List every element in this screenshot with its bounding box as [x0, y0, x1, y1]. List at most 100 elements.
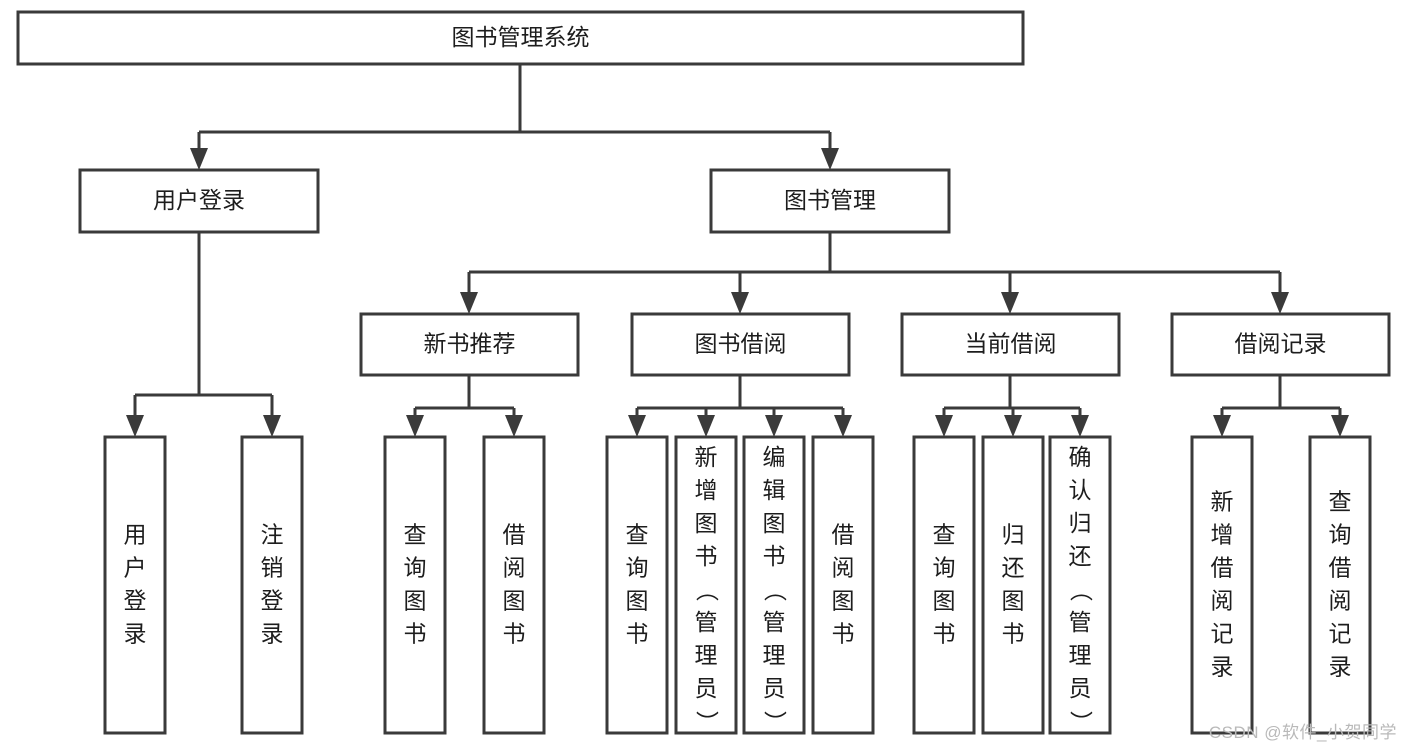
connector-borrow-to-leaves-lines: [635, 375, 845, 416]
arrow-head-icon: [190, 148, 208, 170]
svg-text:书: 书: [695, 543, 718, 569]
leaf-node-7-box[interactable]: [742, 435, 806, 735]
arrow-head-icon: [126, 415, 144, 437]
level2-node-1[interactable]: 用户登录: [78, 168, 320, 234]
svg-text:（: （: [762, 579, 788, 602]
svg-text:书: 书: [503, 621, 526, 647]
arrow-head-icon: [1331, 415, 1349, 437]
root-node[interactable]: 图书管理系统: [16, 10, 1025, 66]
level3-node-4[interactable]: 借阅记录: [1170, 312, 1391, 377]
svg-text:图: 图: [695, 510, 718, 536]
svg-text:销: 销: [261, 555, 284, 581]
connector-login-to-leaves: [133, 232, 274, 416]
svg-text:询: 询: [1329, 522, 1352, 548]
svg-text:阅: 阅: [832, 555, 855, 581]
level2-node-1-box[interactable]: [78, 168, 320, 234]
arrow-head-icon: [731, 292, 749, 314]
connector-login-to-leaves-lines: [133, 232, 274, 416]
level3-node-4-box[interactable]: [1170, 312, 1391, 377]
leaf-node-12-box[interactable]: [1190, 435, 1254, 735]
svg-text:认: 认: [1069, 477, 1092, 503]
level3-node-2[interactable]: 图书借阅: [630, 312, 851, 377]
svg-text:还: 还: [1002, 555, 1025, 581]
svg-text:书: 书: [404, 621, 427, 647]
svg-text:书: 书: [1002, 621, 1025, 647]
leaf-node-10-box[interactable]: [981, 435, 1045, 735]
svg-text:图: 图: [503, 588, 526, 614]
leaf-node-8-box[interactable]: [811, 435, 875, 735]
svg-text:户: 户: [124, 555, 147, 581]
level3-node-3-box[interactable]: [900, 312, 1121, 377]
edges-layer: [126, 64, 1349, 437]
svg-text:录: 录: [1211, 654, 1234, 680]
leaf-node-13-box[interactable]: [1308, 435, 1372, 735]
svg-text:询: 询: [626, 555, 649, 581]
connector-level2-to-level3: [467, 232, 1282, 293]
svg-text:书: 书: [832, 621, 855, 647]
leaf-node-2-box[interactable]: [240, 435, 304, 735]
level3-node-1[interactable]: 新书推荐: [359, 312, 580, 377]
arrow-head-icon: [834, 415, 852, 437]
svg-text:登: 登: [261, 588, 284, 614]
level3-node-1-box[interactable]: [359, 312, 580, 377]
leaf-node-4-box[interactable]: [482, 435, 546, 735]
svg-text:借: 借: [1329, 555, 1352, 581]
level3-node-3[interactable]: 当前借阅: [900, 312, 1121, 377]
svg-text:书: 书: [626, 621, 649, 647]
svg-text:查: 查: [404, 522, 427, 548]
arrow-head-icon: [628, 415, 646, 437]
svg-text:归: 归: [1002, 522, 1025, 548]
leaf-node-3-box[interactable]: [383, 435, 447, 735]
svg-text:员: 员: [763, 675, 786, 701]
leaf-node-9-box[interactable]: [912, 435, 976, 735]
connector-root-to-level2-lines: [197, 64, 832, 149]
root-node-box[interactable]: [16, 10, 1025, 66]
svg-text:借: 借: [832, 522, 855, 548]
svg-text:）: ）: [694, 711, 720, 734]
svg-text:注: 注: [261, 522, 284, 548]
svg-text:编: 编: [763, 444, 786, 470]
svg-text:管: 管: [695, 609, 718, 635]
leaf-node-11-box[interactable]: [1048, 435, 1112, 735]
svg-text:阅: 阅: [503, 555, 526, 581]
connector-newbook-to-leaves-lines: [413, 375, 516, 416]
arrow-head-icon: [460, 292, 478, 314]
arrow-head-icon: [263, 415, 281, 437]
connector-current-to-leaves-lines: [942, 375, 1082, 416]
svg-text:图: 图: [832, 588, 855, 614]
level2-node-2[interactable]: 图书管理: [709, 168, 951, 234]
leaf-node-6-box[interactable]: [674, 435, 738, 735]
svg-text:归: 归: [1069, 510, 1092, 536]
leaf-node-1[interactable]: 用户登录: [103, 435, 167, 735]
connector-current-to-leaves: [942, 375, 1082, 416]
svg-text:查: 查: [626, 522, 649, 548]
level3-node-2-box[interactable]: [630, 312, 851, 377]
arrow-head-icon: [935, 415, 953, 437]
leaf-node-5-box[interactable]: [605, 435, 669, 735]
level2-node-1-label: 用户登录: [153, 187, 245, 213]
svg-text:新: 新: [1211, 489, 1234, 515]
connector-record-to-leaves-lines: [1220, 375, 1342, 416]
leaf-node-1-box[interactable]: [103, 435, 167, 735]
level2-node-2-box[interactable]: [709, 168, 951, 234]
svg-text:辑: 辑: [763, 477, 786, 503]
